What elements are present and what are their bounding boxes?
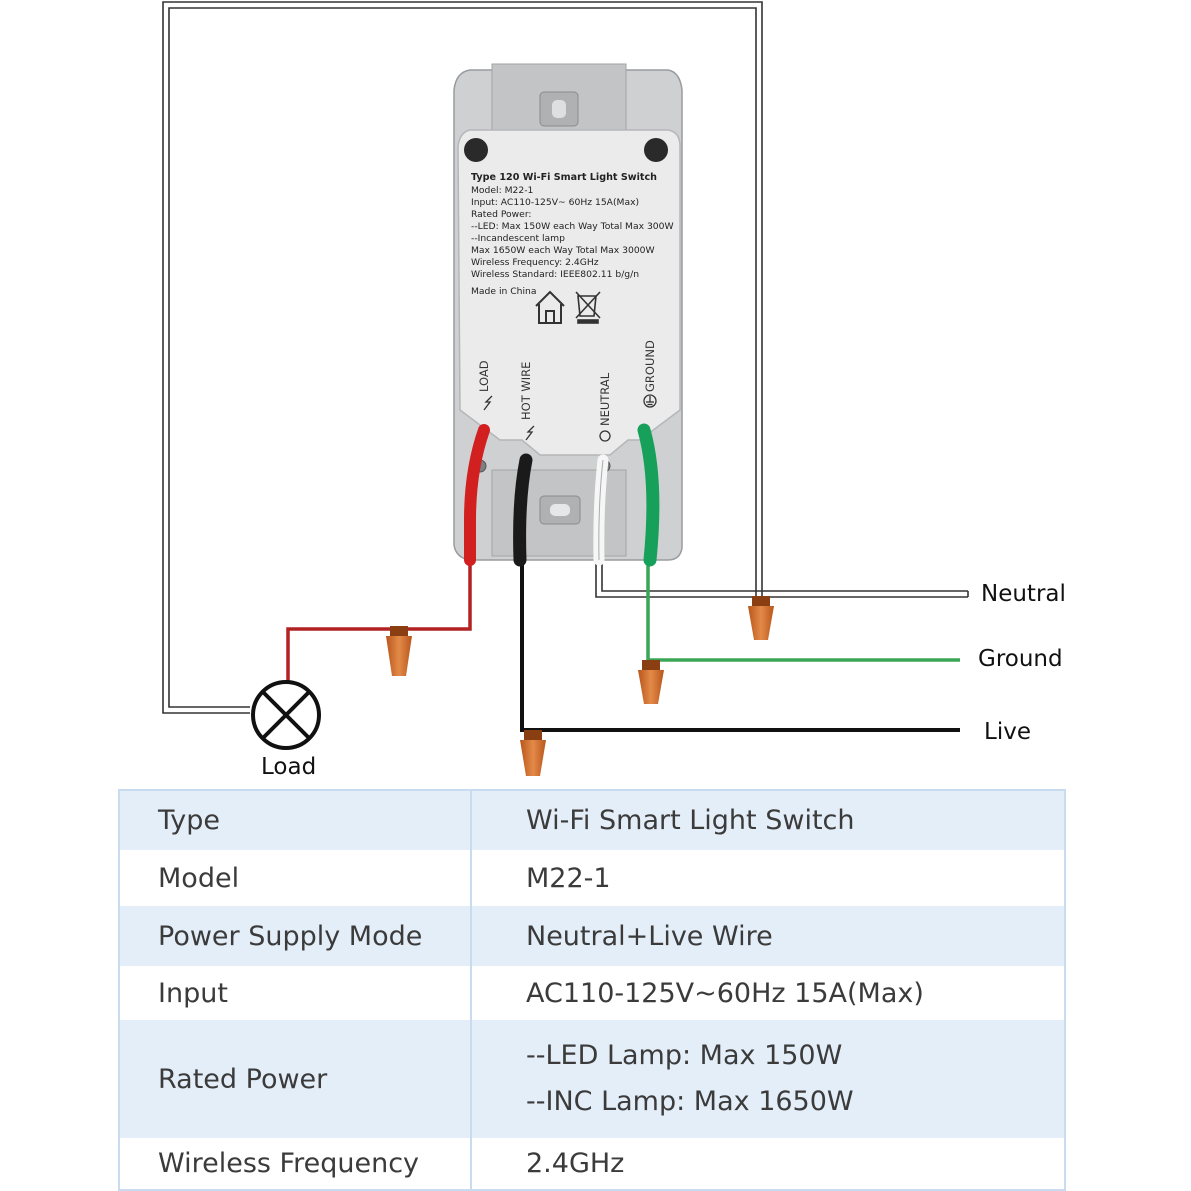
smart-switch-device: Type 120 Wi-Fi Smart Light Switch Model:…	[453, 63, 683, 567]
ground-label: Ground	[978, 646, 1063, 672]
spec-value-line: --LED Lamp: Max 150W	[526, 1040, 843, 1071]
device-label-line-5: --LED: Max 150W each Way Total Max 300W	[471, 221, 674, 232]
device-label-line-7: Max 1650W each Way Total Max 3000W	[471, 245, 655, 256]
neutral-terminal-icon	[599, 430, 611, 442]
terminal-load-label: LOAD	[477, 360, 491, 392]
spec-label: Type	[119, 790, 472, 850]
spec-label: Wireless Frequency	[119, 1138, 472, 1190]
spec-value: Neutral+Live Wire	[471, 906, 1065, 966]
device-label-line-1: Type 120 Wi-Fi Smart Light Switch	[471, 172, 657, 183]
house-icon	[535, 290, 565, 324]
wiring-diagram: Neutral Ground Live Load Type 120 Wi-Fi …	[162, 1, 1066, 780]
spec-label: Rated Power	[119, 1020, 472, 1138]
wire-nut-ground	[638, 660, 664, 704]
device-label-line-3: Input: AC110-125V~ 60Hz 15A(Max)	[471, 197, 639, 208]
device-label-line-6: --Incandescent lamp	[471, 233, 565, 244]
terminal-hot-wire-label: HOT WIRE	[519, 362, 533, 420]
neutral-label: Neutral	[981, 581, 1066, 607]
device-made-in: Made in China	[471, 286, 537, 297]
load-lead-wire	[464, 424, 490, 566]
load-line-wire	[286, 560, 472, 688]
spec-table: Type Wi-Fi Smart Light Switch Model M22-…	[118, 789, 1066, 1191]
spec-label: Model	[119, 850, 472, 906]
hot-wire-terminal-icon	[525, 425, 535, 441]
lamp-icon	[251, 680, 321, 750]
spec-value: Wi-Fi Smart Light Switch	[471, 790, 1065, 850]
terminal-ground-label: GROUND	[643, 340, 657, 392]
spec-row-model: Model M22-1	[119, 850, 1065, 906]
spec-row-wireless-frequency: Wireless Frequency 2.4GHz	[119, 1138, 1065, 1190]
spec-row-power-supply-mode: Power Supply Mode Neutral+Live Wire	[119, 906, 1065, 966]
device-label-line-4: Rated Power:	[471, 209, 532, 220]
load-terminal-icon	[483, 395, 493, 411]
wire-nut-load	[386, 626, 412, 676]
spec-row-input: Input AC110-125V~60Hz 15A(Max)	[119, 966, 1065, 1020]
device-label-line-2: Model: M22-1	[471, 185, 533, 196]
weee-bin-icon	[575, 291, 601, 324]
live-label: Live	[984, 719, 1031, 745]
spec-value: 2.4GHz	[471, 1138, 1065, 1190]
hot-lead-wire	[513, 453, 533, 567]
ground-line-wire	[646, 560, 960, 662]
ground-terminal-icon	[643, 394, 657, 408]
spec-value: AC110-125V~60Hz 15A(Max)	[471, 966, 1065, 1020]
load-label: Load	[261, 754, 316, 780]
wire-nut-neutral	[748, 596, 774, 640]
device-label-line-9: Wireless Standard: IEEE802.11 b/g/n	[471, 269, 639, 280]
spec-value: M22-1	[471, 850, 1065, 906]
wire-nut-live	[520, 730, 546, 776]
spec-row-type: Type Wi-Fi Smart Light Switch	[119, 790, 1065, 850]
ground-lead-wire	[637, 423, 660, 567]
spec-value: --LED Lamp: Max 150W --INC Lamp: Max 165…	[471, 1020, 1065, 1138]
neutral-loop-wire	[162, 1, 763, 714]
device-label-line-8: Wireless Frequency: 2.4GHz	[471, 257, 599, 268]
spec-label: Input	[119, 966, 472, 1020]
spec-label: Power Supply Mode	[119, 906, 472, 966]
spec-row-rated-power: Rated Power --LED Lamp: Max 150W --INC L…	[119, 1020, 1065, 1138]
spec-value-line: --INC Lamp: Max 1650W	[526, 1086, 854, 1117]
terminal-neutral-label: NEUTRAL	[598, 372, 612, 426]
